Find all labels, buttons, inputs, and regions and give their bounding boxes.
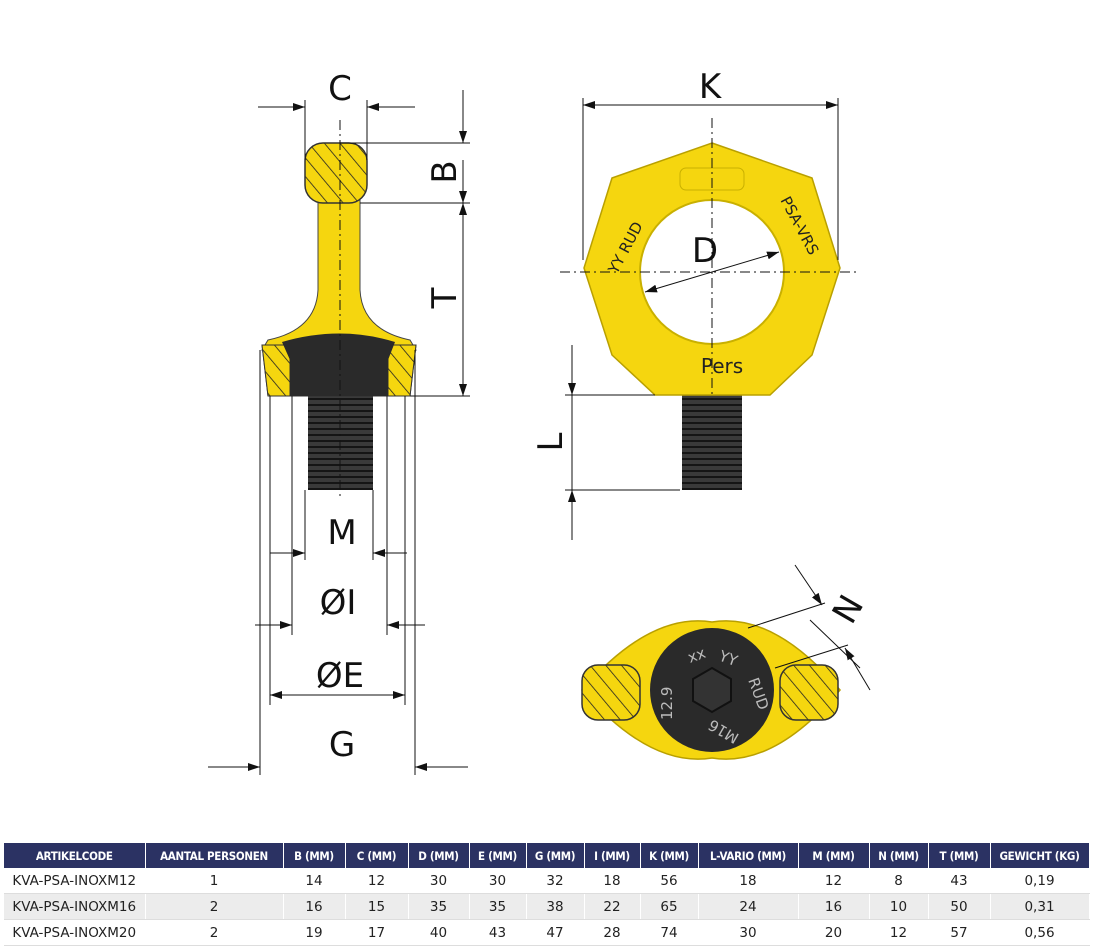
col-header: D (MM) — [408, 843, 470, 868]
table-cell: 22 — [584, 893, 641, 920]
spec-table: ARTIKELCODE AANTAL PERSONEN B (MM) C (MM… — [4, 843, 1090, 946]
table-cell: 2 — [145, 893, 284, 920]
table-cell: 0,19 — [990, 868, 1090, 894]
table-cell: 65 — [640, 893, 699, 920]
table-cell: 14 — [283, 868, 346, 894]
table-cell: 0,56 — [990, 919, 1090, 946]
table-cell: 17 — [345, 919, 409, 946]
col-header: E (MM) — [469, 843, 527, 868]
col-header: K (MM) — [640, 843, 699, 868]
table-cell: 10 — [869, 893, 929, 920]
table-cell: 30 — [469, 868, 527, 894]
table-cell: 0,31 — [990, 893, 1090, 920]
side-view — [261, 120, 417, 500]
table-cell: 38 — [526, 893, 585, 920]
table-cell: 1 — [145, 868, 284, 894]
table-cell: 24 — [698, 893, 799, 920]
table-cell: 8 — [869, 868, 929, 894]
cell-article-code: KVA-PSA-INOXM20 — [4, 919, 146, 946]
bottom-view — [581, 564, 871, 760]
table-cell: 47 — [526, 919, 585, 946]
col-header: G (MM) — [526, 843, 585, 868]
label-n: N — [825, 588, 872, 630]
table-cell: 35 — [408, 893, 470, 920]
label-c: C — [328, 69, 352, 109]
table-cell: 16 — [283, 893, 346, 920]
col-header: C (MM) — [345, 843, 409, 868]
col-header: B (MM) — [283, 843, 346, 868]
col-header: GEWICHT (KG) — [990, 843, 1090, 868]
table-header-row: ARTIKELCODE AANTAL PERSONEN B (MM) C (MM… — [4, 843, 1090, 868]
table-cell: 15 — [345, 893, 409, 920]
technical-drawing: C B T M ØI ØE G YY RUD PSA-VRS Pers K D … — [208, 67, 872, 775]
front-dimensions — [565, 98, 839, 540]
label-d: D — [692, 231, 718, 271]
table-cell: 28 — [584, 919, 641, 946]
col-header: AANTAL PERSONEN — [145, 843, 284, 868]
label-i: ØI — [320, 583, 357, 623]
col-header: I (MM) — [584, 843, 641, 868]
cell-article-code: KVA-PSA-INOXM12 — [4, 868, 146, 894]
table-cell: 30 — [408, 868, 470, 894]
bolt-text-xx: xx — [685, 644, 708, 667]
table-cell: 50 — [928, 893, 991, 920]
label-m: M — [327, 513, 356, 553]
col-header: M (MM) — [798, 843, 870, 868]
table-cell: 18 — [698, 868, 799, 894]
table-cell: 32 — [526, 868, 585, 894]
table-cell: 20 — [798, 919, 870, 946]
label-l: L — [531, 432, 571, 451]
table-cell: 40 — [408, 919, 470, 946]
col-header: ARTIKELCODE — [4, 843, 146, 868]
front-view — [560, 118, 860, 490]
table-cell: 12 — [798, 868, 870, 894]
table-cell: 35 — [469, 893, 527, 920]
cell-article-code: KVA-PSA-INOXM16 — [4, 893, 146, 920]
label-b: B — [425, 160, 465, 183]
label-e: ØE — [316, 656, 364, 696]
side-dimensions — [208, 90, 470, 775]
table-cell: 16 — [798, 893, 870, 920]
table-cell: 56 — [640, 868, 699, 894]
col-header: N (MM) — [869, 843, 929, 868]
table-cell: 57 — [928, 919, 991, 946]
table-cell: 43 — [928, 868, 991, 894]
table-cell: 18 — [584, 868, 641, 894]
table-cell: 2 — [145, 919, 284, 946]
label-t: T — [425, 287, 465, 309]
table-cell: 74 — [640, 919, 699, 946]
col-header: T (MM) — [928, 843, 991, 868]
label-k: K — [699, 67, 723, 107]
table-cell: 12 — [869, 919, 929, 946]
table-cell: 19 — [283, 919, 346, 946]
label-g: G — [329, 725, 355, 765]
ring-text-bottom: Pers — [701, 354, 743, 378]
table-cell: 12 — [345, 868, 409, 894]
bolt-text-yy: YY — [716, 647, 741, 671]
col-header: L-VARIO (MM) — [698, 843, 799, 868]
table-cell: 43 — [469, 919, 527, 946]
bolt-text-grade: 12.9 — [658, 687, 676, 720]
table-cell: 30 — [698, 919, 799, 946]
